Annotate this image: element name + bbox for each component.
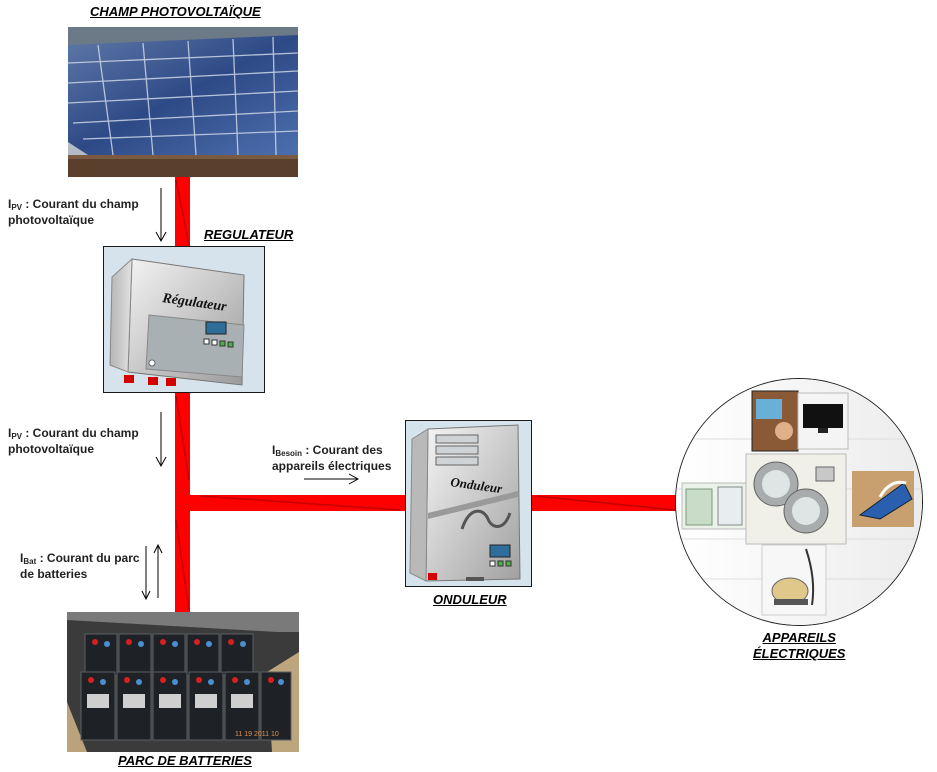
regulator-image: Régulateur [103,246,265,393]
regulator-title: REGULATEUR [204,227,294,242]
battery-title: PARC DE BATTERIES [118,753,252,768]
led-bulbs-photo [745,453,847,545]
fridge-photo [681,482,747,530]
battery-bank-image: 11 19 2011 10 [67,612,299,752]
arrow-down-ipv-mid-icon [155,412,167,468]
iron-photo [852,471,914,527]
ipv-label-top: IPV : Courant du champ photovoltaïque [8,197,139,227]
tv-scene-photo [751,390,799,452]
arrow-down-ipv-top-icon [155,188,167,243]
inverter-title: ONDULEUR [433,592,507,607]
inverter-image: Onduleur [405,420,532,587]
photo-date-stamp: 11 19 2011 10 [235,731,279,738]
ibesoin-label: IBesoin : Courant des appareils électriq… [272,443,392,473]
vacuum-photo [761,544,827,616]
flat-tv-photo [797,392,849,450]
ibat-label: IBat : Courant du parc de batteries [20,551,140,581]
arrow-bidirectional-ibat-icon [141,543,163,601]
ipv-label-mid: IPV : Courant du champ photovoltaïque [8,426,139,456]
pv-field-title: CHAMP PHOTOVOLTAÏQUE [90,4,261,19]
arrow-right-ibesoin-icon [304,473,360,485]
pv-panel-image [68,27,298,177]
appliances-circle [675,378,923,626]
inverter-device-text: Onduleur [450,474,505,496]
